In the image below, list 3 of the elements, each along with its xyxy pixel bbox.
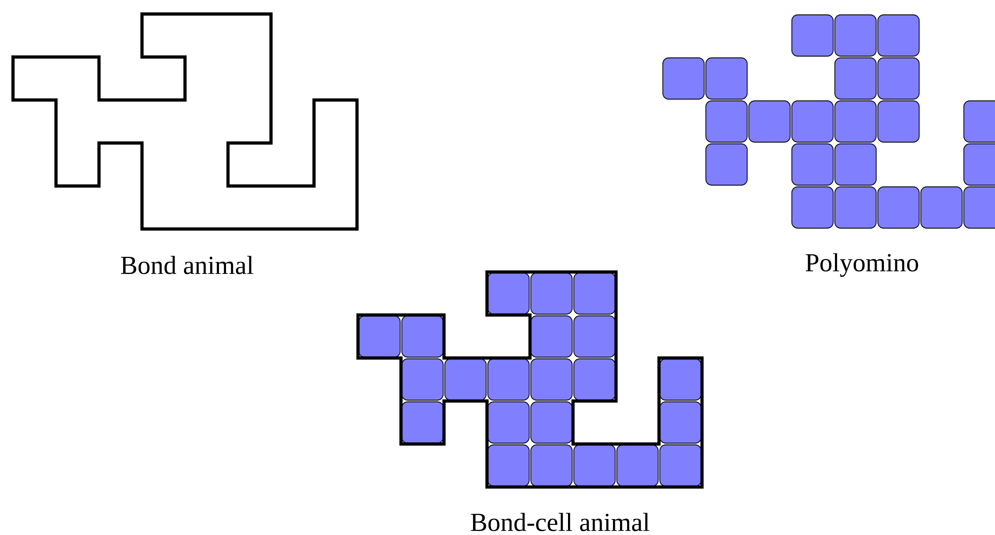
caption: Bond-cell animal xyxy=(470,512,650,532)
caption: Bond animal xyxy=(120,256,254,274)
caption: Polyomino xyxy=(806,253,918,277)
